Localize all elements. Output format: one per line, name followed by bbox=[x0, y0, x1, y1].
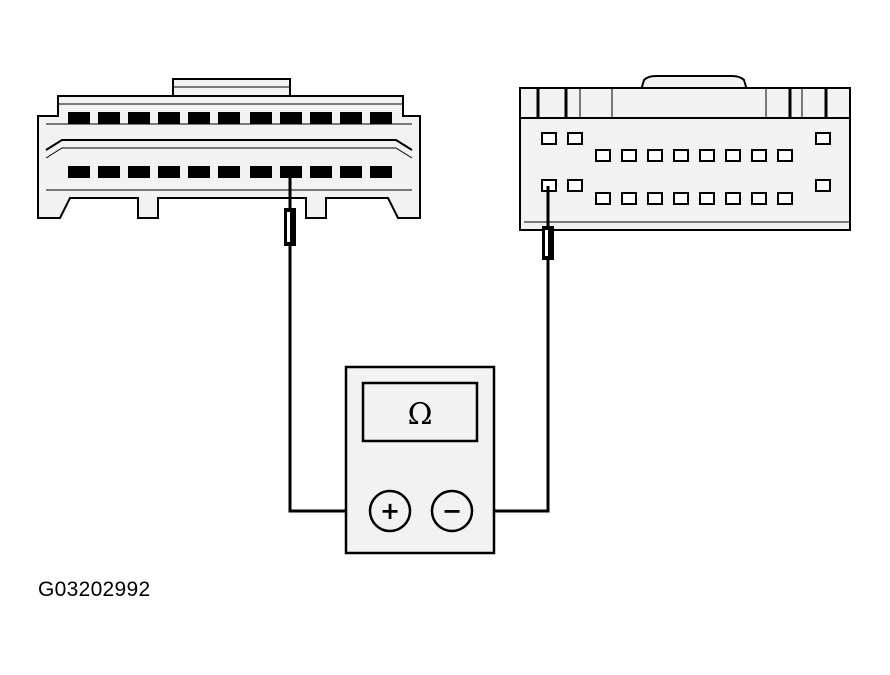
negative-test-lead bbox=[474, 260, 550, 513]
ohmmeter-display bbox=[361, 381, 479, 443]
negative-terminal-symbol: − bbox=[442, 497, 462, 525]
ohm-symbol: Ω bbox=[408, 397, 433, 432]
negative-terminal bbox=[430, 489, 474, 533]
negative-probe bbox=[542, 186, 554, 260]
right-connector-cavities bbox=[541, 132, 831, 205]
left-connector bbox=[37, 78, 421, 219]
positive-terminal-symbol: + bbox=[380, 497, 400, 525]
positive-test-lead bbox=[288, 246, 368, 513]
left-connector-bottom-pins bbox=[68, 166, 392, 178]
ohmmeter: Ω + − bbox=[344, 365, 496, 555]
figure-label: G03202992 bbox=[38, 578, 151, 601]
left-connector-top-pins bbox=[68, 112, 392, 124]
positive-probe bbox=[284, 172, 296, 246]
positive-terminal bbox=[368, 489, 412, 533]
